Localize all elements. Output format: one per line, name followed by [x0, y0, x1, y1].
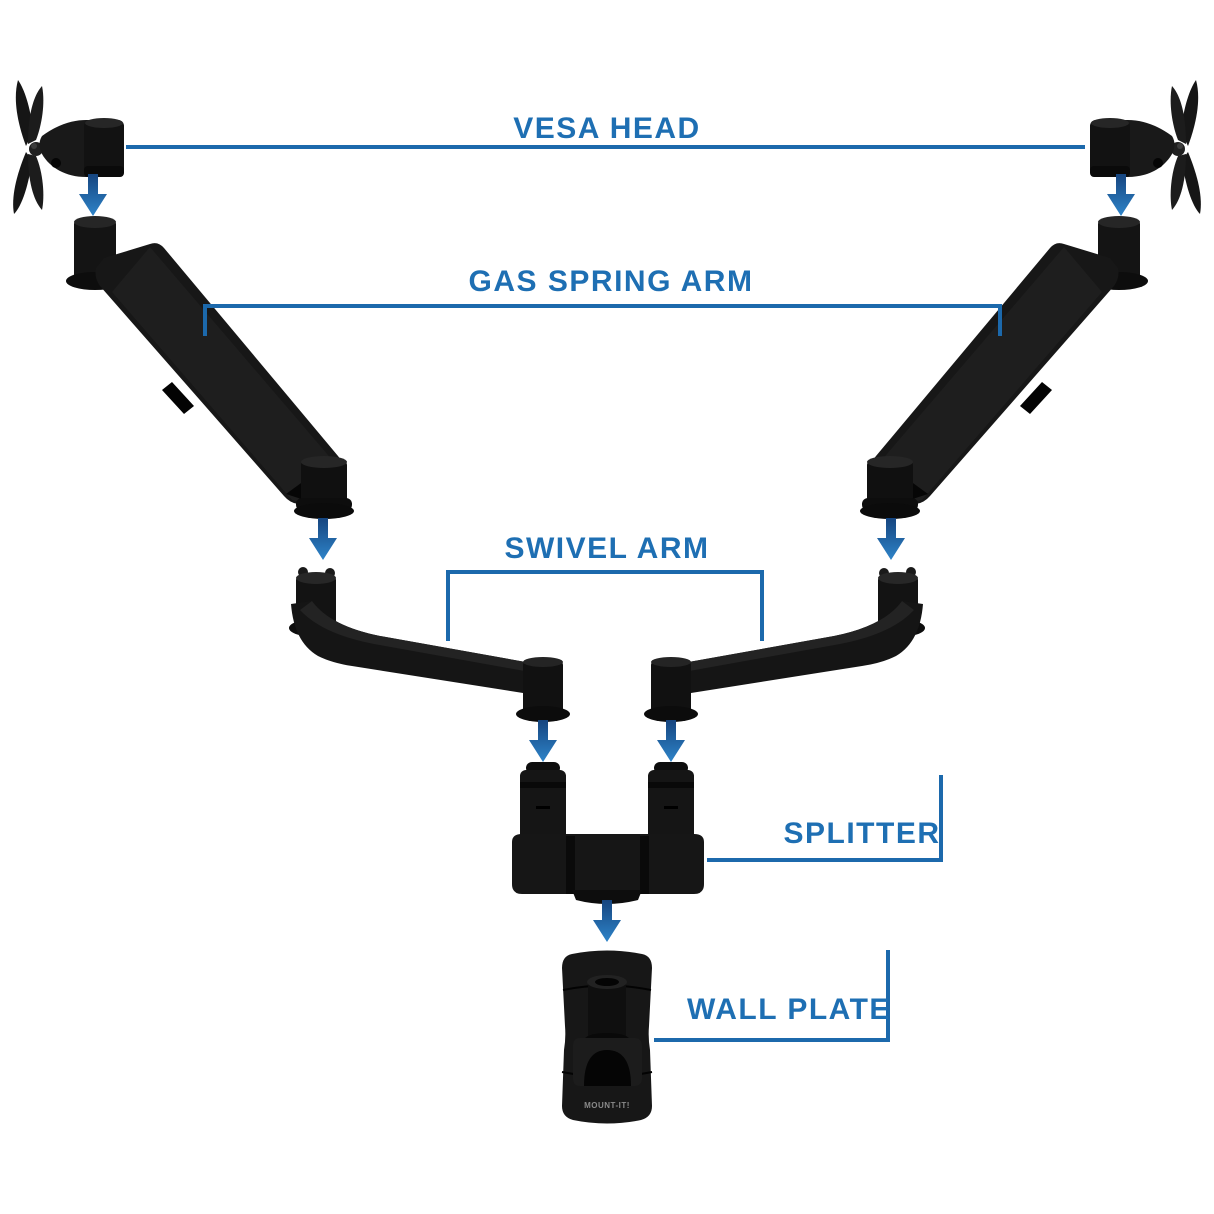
down-arrow-icon-splitter: [593, 900, 621, 942]
gas-spring-arm-right: [860, 216, 1148, 519]
vesa-head-right: [1090, 80, 1201, 214]
vesa-head-label: VESA HEAD: [513, 112, 700, 145]
down-arrow-icon-gasarm-right: [877, 518, 905, 560]
down-arrow-icon-vesa-left: [79, 174, 107, 216]
gas-spring-arm-callout-bracket: [203, 304, 1002, 336]
down-arrow-icon-swivel-left: [529, 720, 557, 762]
swivel-arm-right: [644, 567, 925, 722]
wall-plate-part: MOUNT-IT!: [561, 950, 653, 1124]
vesa-head-left: [13, 80, 124, 214]
gas-spring-arm-label: GAS SPRING ARM: [469, 265, 754, 298]
splitter-label: SPLITTER: [783, 817, 940, 850]
down-arrow-icon-gasarm-left: [309, 518, 337, 560]
splitter-callout-bracket: [707, 775, 943, 862]
gas-spring-arm-left: [66, 216, 354, 519]
swivel-arm-label: SWIVEL ARM: [504, 532, 709, 565]
wall-plate-label: WALL PLATE: [687, 993, 891, 1026]
wall-plate-callout-bracket: [654, 950, 890, 1042]
down-arrow-icon-vesa-right: [1107, 174, 1135, 216]
swivel-arm-callout-bracket: [446, 570, 764, 641]
down-arrow-icon-swivel-right: [657, 720, 685, 762]
wall-plate-logo-text: MOUNT-IT!: [584, 1101, 630, 1110]
splitter-part: [512, 762, 704, 904]
swivel-arm-left: [289, 567, 570, 722]
